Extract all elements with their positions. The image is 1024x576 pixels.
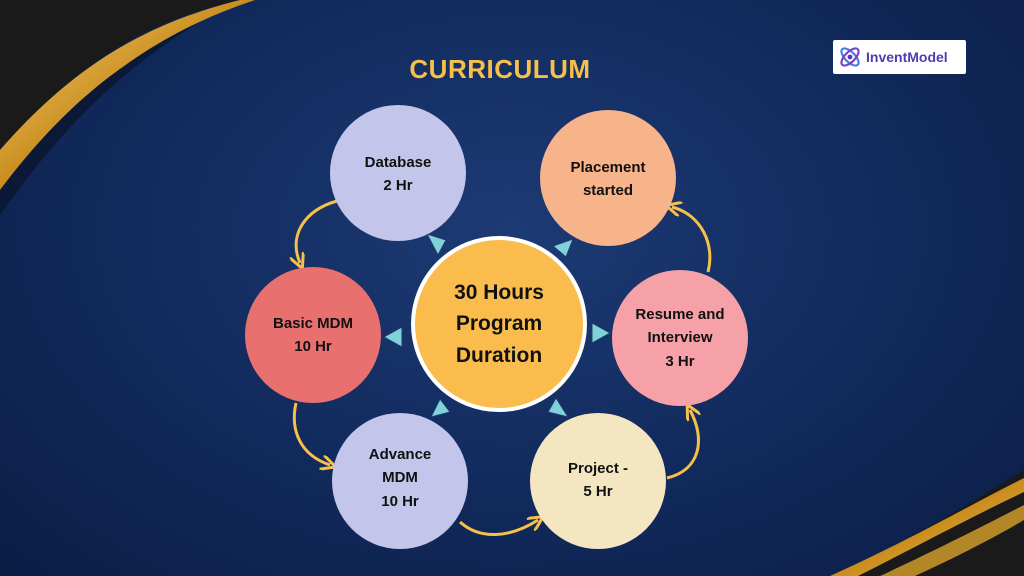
inner-arrow-resume xyxy=(591,322,612,344)
inner-arrow-database xyxy=(425,233,447,257)
arrow-resume-to-placement xyxy=(672,207,712,273)
arrow-advance-to-project xyxy=(458,520,538,536)
corner-swoosh-dark-bottom-right xyxy=(830,470,1024,576)
node-label: Database 2 Hr xyxy=(364,154,432,195)
inner-arrow-advance xyxy=(430,398,451,418)
node-label: Basic MDM 10 Hr xyxy=(272,314,354,355)
brand-logo: InventModel xyxy=(833,40,966,74)
atom-logo-icon xyxy=(840,47,860,67)
brand-name: InventModel xyxy=(866,49,948,65)
inner-arrow-basic xyxy=(382,326,403,348)
node-placement: Placement started xyxy=(540,110,676,246)
inner-arrow-placement xyxy=(552,238,574,258)
node-basic-mdm: Basic MDM 10 Hr xyxy=(245,267,381,403)
node-project: Project - 5 Hr xyxy=(530,413,666,549)
corner-swoosh-dark-top-left xyxy=(0,0,240,150)
center-hub: 30 Hours Program Duration xyxy=(411,236,587,412)
node-label: Advance MDM 10 Hr xyxy=(368,446,432,510)
node-label: Placement started xyxy=(570,159,646,200)
node-resume-interview: Resume and Interview 3 Hr xyxy=(612,270,748,406)
arrow-basic-to-advance xyxy=(292,402,330,465)
arrow-project-to-resume xyxy=(666,410,699,480)
page-title: CURRICULUM xyxy=(409,54,591,84)
center-label: 30 Hours Program Duration xyxy=(454,280,544,367)
node-label: Resume and Interview 3 Hr xyxy=(635,306,725,370)
node-database: Database 2 Hr xyxy=(330,105,466,241)
node-advance-mdm: Advance MDM 10 Hr xyxy=(332,413,468,549)
arrow-database-to-basic xyxy=(296,199,338,263)
inner-arrow-project xyxy=(547,397,570,418)
node-label: Project - 5 Hr xyxy=(567,460,628,501)
